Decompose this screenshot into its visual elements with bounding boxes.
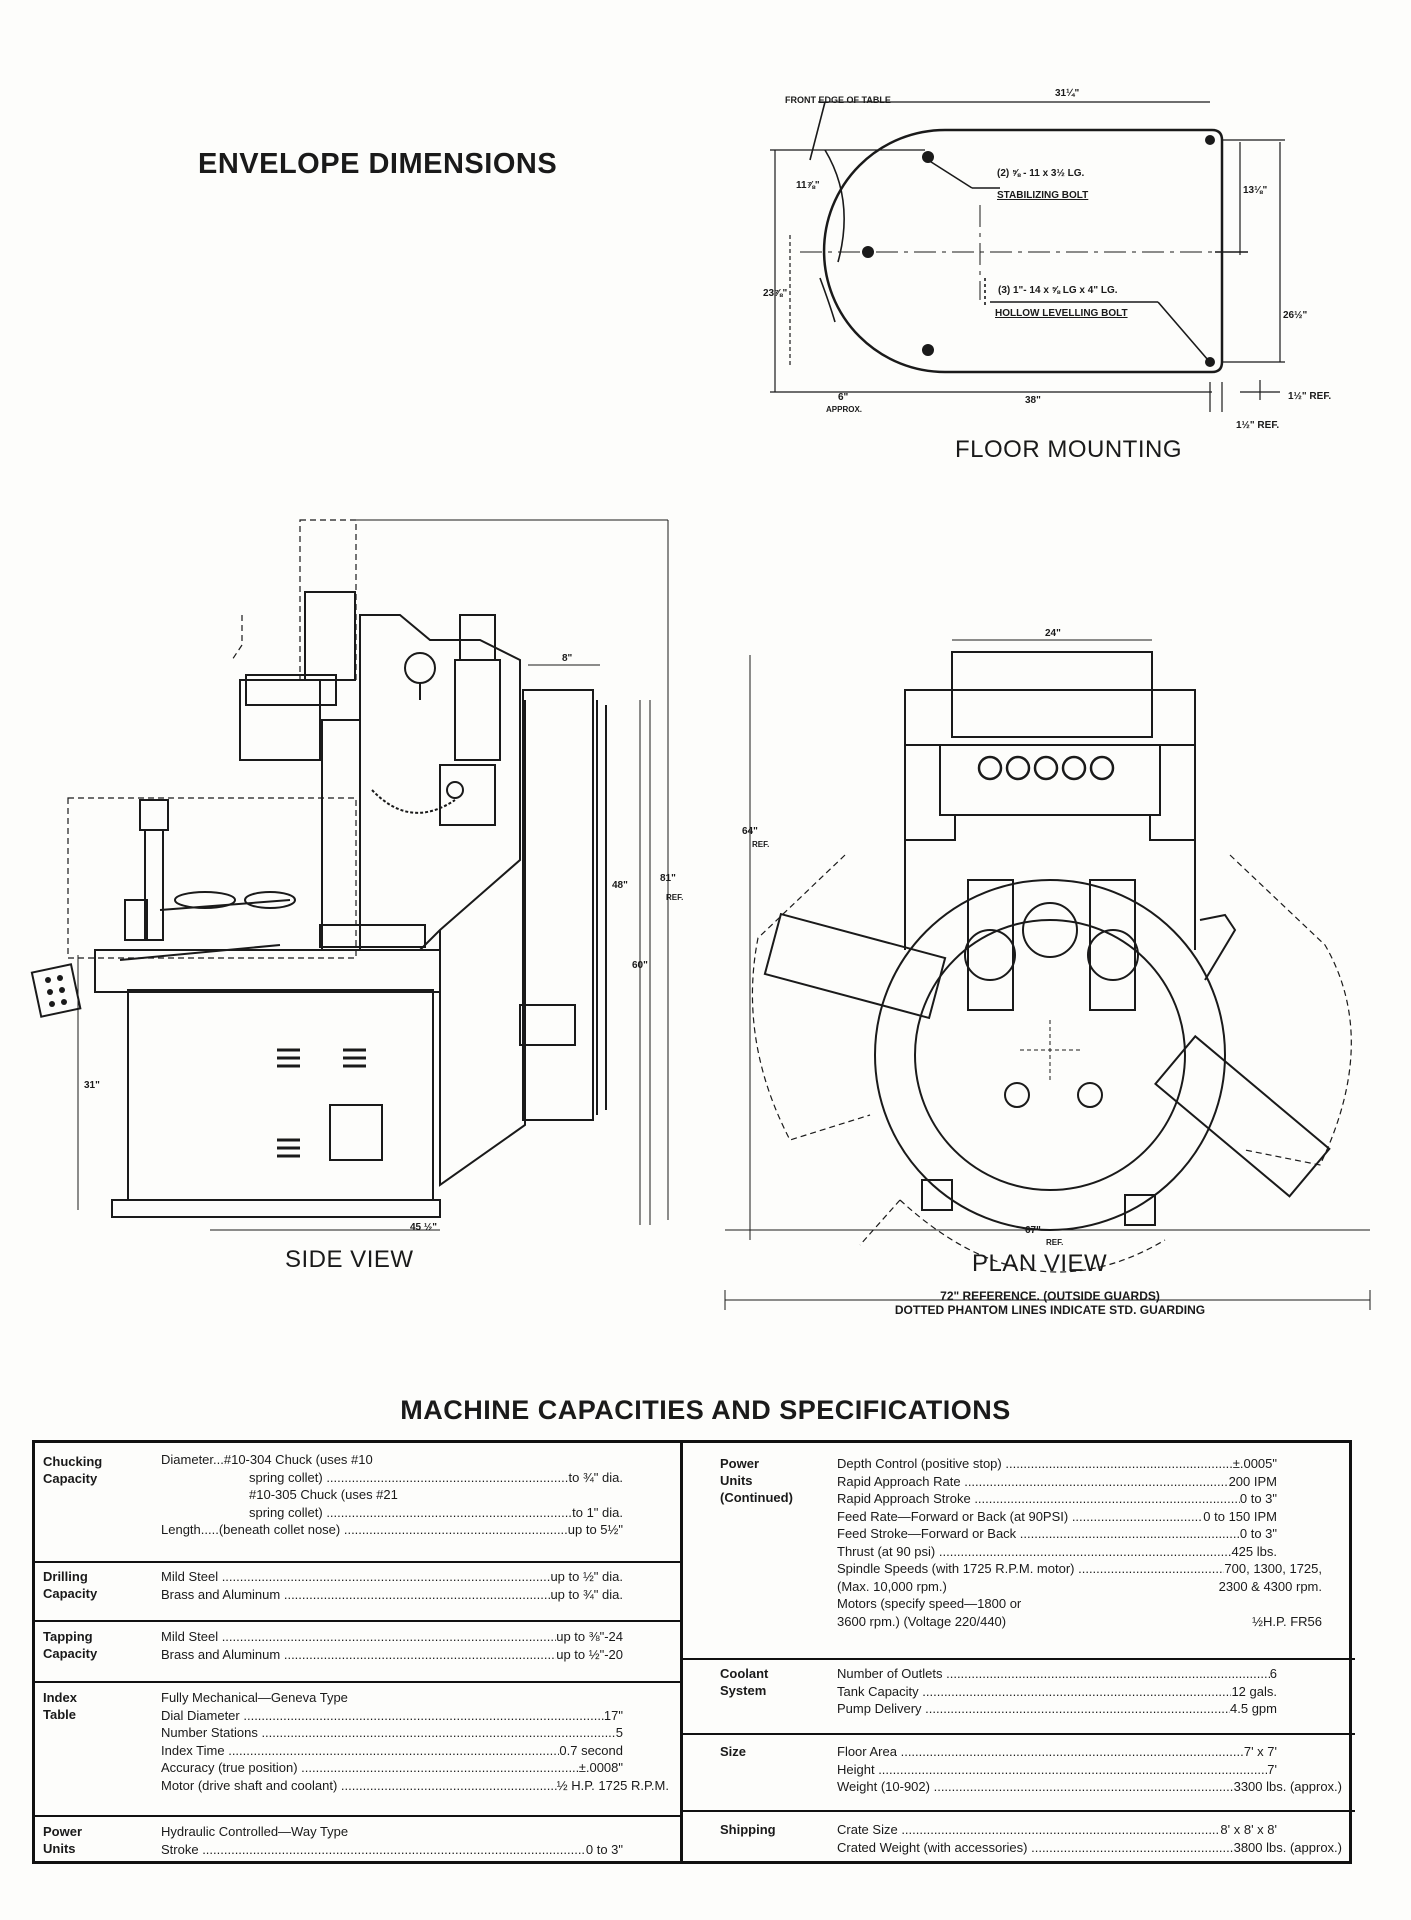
- specifications-title: MACHINE CAPACITIES AND SPECIFICATIONS: [400, 1395, 1011, 1425]
- floor-dim-ref2: 1½" REF.: [1236, 420, 1280, 431]
- plan-note-guarding: DOTTED PHANTOM LINES INDICATE STD. GUARD…: [894, 1303, 1206, 1317]
- spec-line: Stroke0 to 3": [161, 1841, 623, 1859]
- side-dim-8: 8": [562, 653, 573, 664]
- spec-line: Length.....(beneath collet nose)up to 5½…: [161, 1521, 623, 1539]
- side-dim-31: 31": [84, 1080, 100, 1091]
- side-dim-45: 45 ½": [410, 1222, 437, 1233]
- spec-line: spring collet)to ¾" dia.: [161, 1469, 623, 1487]
- stabilizing-bolt-label: STABILIZING BOLT: [997, 190, 1089, 201]
- power-units-continued-section: Depth Control (positive stop)±.0005" Rap…: [837, 1455, 1347, 1630]
- side-dim-81: 81": [660, 873, 676, 884]
- spec-line: Depth Control (positive stop)±.0005": [837, 1455, 1277, 1473]
- table-column-divider: [680, 1443, 683, 1861]
- spec-line: Index Time0.7 second: [161, 1742, 623, 1760]
- spec-line: Floor Area7' x 7': [837, 1743, 1277, 1761]
- spec-line: #10-305 Chuck (uses #21: [249, 1487, 398, 1502]
- spec-line: Number of Outlets6: [837, 1665, 1277, 1683]
- floor-dim-right2: 26½": [1283, 310, 1308, 321]
- plan-dim-64-ref: REF.: [752, 840, 770, 849]
- spec-line: Thrust (at 90 psi)425 lbs.: [837, 1543, 1277, 1561]
- spec-line: Motors (specify speed—1800 or: [837, 1596, 1022, 1611]
- stabilizing-bolt-spec: (2) ⅝ - 11 x 3½ LG.: [997, 168, 1085, 179]
- spec-line: Tank Capacity12 gals.: [837, 1683, 1277, 1701]
- spec-line: Brass and Aluminumup to ½"-20: [161, 1646, 623, 1664]
- row-divider: [35, 1561, 680, 1563]
- plan-view-drawing: [724, 639, 1371, 1310]
- spec-line: Crated Weight (with accessories)3800 lbs…: [837, 1839, 1342, 1857]
- plan-dim-67-ref: REF.: [1046, 1238, 1064, 1247]
- row-divider: [35, 1681, 680, 1683]
- floor-dim-bottom: 38": [1025, 395, 1041, 406]
- floor-mounting-drawing: [770, 101, 1285, 412]
- row-divider: [35, 1815, 680, 1817]
- size-section: Floor Area7' x 7' Height7' Weight (10-90…: [837, 1743, 1347, 1796]
- spec-line: Mild Steelup to ½" dia.: [161, 1568, 623, 1586]
- size-heading: Size: [720, 1744, 747, 1759]
- tapping-capacity-section: Mild Steelup to ⅜"-24 Brass and Aluminum…: [161, 1628, 676, 1663]
- front-edge-label: FRONT EDGE OF TABLE: [785, 95, 891, 105]
- spec-line: Rapid Approach Rate200 IPM: [837, 1473, 1277, 1491]
- chucking-capacity-section: Diameter...#10-304 Chuck (uses #10 sprin…: [161, 1451, 676, 1539]
- spec-line: 3600 rpm.) (Voltage 220/440)½H.P. FR56: [837, 1613, 1322, 1629]
- levelling-bolt-spec: (3) 1"- 14 x ⅝ LG x 4" LG.: [998, 285, 1118, 296]
- floor-dim-approx-label: APPROX.: [826, 405, 863, 414]
- floor-dim-approx: 6": [838, 392, 849, 403]
- spec-line: Dial Diameter17": [161, 1707, 623, 1725]
- spec-line: Fully Mechanical—Geneva Type: [161, 1690, 348, 1705]
- spec-line: Accuracy (true position)±.0008": [161, 1759, 623, 1777]
- floor-dim-left2: 23⅞": [763, 288, 788, 299]
- row-divider: [683, 1658, 1355, 1660]
- coolant-system-section: Number of Outlets6 Tank Capacity12 gals.…: [837, 1665, 1347, 1718]
- floor-dim-right1: 13⅛": [1243, 185, 1268, 196]
- spec-line: Hydraulic Controlled—Way Type: [161, 1824, 349, 1839]
- spec-line: Brass and Aluminumup to ¾" dia.: [161, 1586, 623, 1604]
- side-dim-81-ref: REF.: [666, 893, 684, 902]
- spec-line: Feed Rate—Forward or Back (at 90PSI)0 to…: [837, 1508, 1277, 1526]
- spec-line: Weight (10-902)3300 lbs. (approx.): [837, 1778, 1342, 1796]
- spec-line: Crate Size8' x 8' x 8': [837, 1821, 1277, 1839]
- spec-line: Spindle Speeds (with 1725 R.P.M. motor)7…: [837, 1560, 1322, 1578]
- spec-line: Height7': [837, 1761, 1277, 1779]
- power-units-section: Hydraulic Controlled—Way Type Stroke0 to…: [161, 1823, 676, 1858]
- spec-line: Motor (drive shaft and coolant)½ H.P. 17…: [161, 1777, 669, 1795]
- plan-dim-67: 67": [1025, 1225, 1041, 1236]
- plan-note-reference: 72" REFERENCE. (OUTSIDE GUARDS): [940, 1289, 1160, 1303]
- row-divider: [683, 1810, 1355, 1812]
- spec-line: spring collet)to 1" dia.: [161, 1504, 623, 1522]
- side-dim-48: 48": [612, 880, 628, 891]
- spec-line: Diameter...#10-304 Chuck (uses #10: [161, 1452, 373, 1467]
- side-view-drawing: [30, 519, 669, 1231]
- floor-dim-top: 31¼": [1055, 88, 1080, 99]
- spec-line: Pump Delivery4.5 gpm: [837, 1700, 1277, 1718]
- floor-mounting-title: FLOOR MOUNTING: [955, 436, 1182, 463]
- spec-line: Number Stations5: [161, 1724, 623, 1742]
- side-dim-60: 60": [632, 960, 648, 971]
- shipping-section: Crate Size8' x 8' x 8' Crated Weight (wi…: [837, 1821, 1347, 1856]
- spec-line: Rapid Approach Stroke0 to 3": [837, 1490, 1277, 1508]
- plan-dim-64: 64": [742, 826, 758, 837]
- shipping-heading: Shipping: [720, 1822, 776, 1837]
- row-divider: [683, 1733, 1355, 1735]
- levelling-bolt-label: HOLLOW LEVELLING BOLT: [995, 308, 1128, 319]
- side-view-title: SIDE VIEW: [285, 1246, 414, 1273]
- floor-dim-ref1: 1½" REF.: [1288, 391, 1332, 402]
- spec-line: Feed Stroke—Forward or Back0 to 3": [837, 1525, 1277, 1543]
- floor-dim-left1: 11⅞": [796, 180, 820, 191]
- drilling-capacity-section: Mild Steelup to ½" dia. Brass and Alumin…: [161, 1568, 676, 1603]
- envelope-dimensions-title: ENVELOPE DIMENSIONS: [198, 148, 558, 180]
- plan-dim-24: 24": [1045, 628, 1061, 639]
- spec-line: (Max. 10,000 rpm.)2300 & 4300 rpm.: [837, 1578, 1322, 1594]
- spec-line: Mild Steelup to ⅜"-24: [161, 1628, 623, 1646]
- index-table-section: Fully Mechanical—Geneva Type Dial Diamet…: [161, 1689, 676, 1794]
- row-divider: [35, 1620, 680, 1622]
- plan-view-title: PLAN VIEW: [972, 1250, 1108, 1277]
